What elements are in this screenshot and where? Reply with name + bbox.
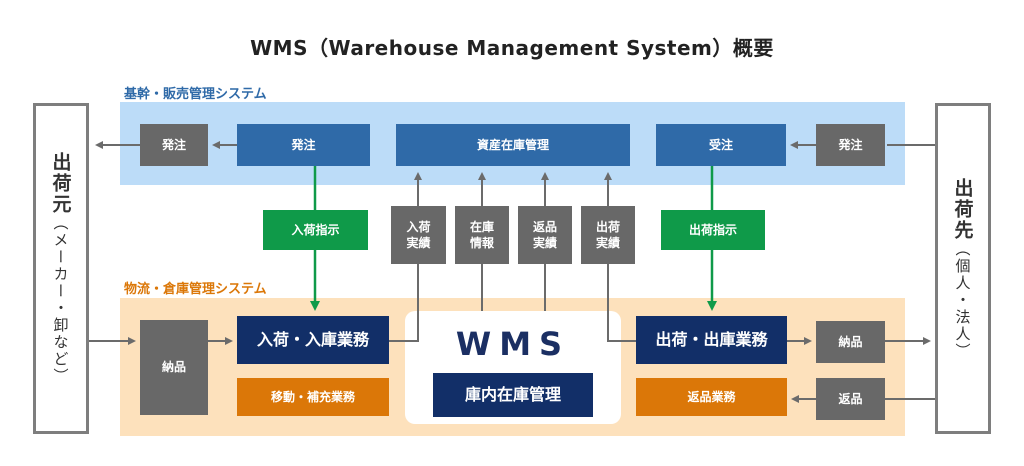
returns-box: 返品 bbox=[816, 378, 885, 420]
delivery-out-box: 納品 bbox=[816, 321, 885, 363]
asset-inventory-box: 資産在庫管理 bbox=[396, 124, 630, 166]
line-inbound-results-from-ops bbox=[389, 264, 419, 342]
customer-order-box: 発注 bbox=[816, 124, 885, 166]
ship-destination-panel: 出荷先（個人・法人） bbox=[935, 103, 991, 434]
stock-info-box: 在庫 情報 bbox=[455, 206, 509, 264]
return-operations-box: 返品業務 bbox=[636, 378, 787, 416]
shipper-origin-panel: 出荷元（メーカー・卸など） bbox=[33, 103, 89, 434]
wms-logo: WMS bbox=[455, 325, 571, 363]
received-order-box: 受注 bbox=[656, 124, 786, 166]
shipper-origin-label: 出荷元 bbox=[49, 152, 72, 215]
return-results-box: 返品 実績 bbox=[518, 206, 572, 264]
shipper-origin-sublabel: （メーカー・卸など） bbox=[51, 215, 70, 385]
logistics-system-label: 物流・倉庫管理システム bbox=[124, 282, 267, 297]
ship-destination-label: 出荷先 bbox=[951, 177, 974, 241]
order-to-maker-box: 発注 bbox=[140, 124, 208, 166]
outbound-results-box: 出荷 実績 bbox=[581, 206, 635, 264]
move-replenish-box: 移動・補充業務 bbox=[237, 378, 389, 416]
warehouse-inventory-box: 庫内在庫管理 bbox=[433, 373, 593, 417]
inbound-instruction-box: 入荷指示 bbox=[263, 210, 368, 250]
line-outbound-results-from-ops bbox=[607, 264, 636, 342]
core-system-label: 基幹・販売管理システム bbox=[124, 87, 267, 102]
page-title: WMS（Warehouse Management System）概要 bbox=[250, 36, 774, 60]
order-box: 発注 bbox=[237, 124, 370, 166]
ship-destination-sublabel: （個人・法人） bbox=[953, 240, 972, 360]
wms-panel: WMS 庫内在庫管理 bbox=[405, 311, 621, 424]
delivery-in-box: 納品 bbox=[140, 320, 208, 415]
inbound-results-box: 入荷 実績 bbox=[391, 206, 446, 264]
outbound-operations-box: 出荷・出庫業務 bbox=[636, 316, 787, 364]
outbound-instruction-box: 出荷指示 bbox=[661, 210, 765, 250]
inbound-operations-box: 入荷・入庫業務 bbox=[237, 316, 389, 364]
